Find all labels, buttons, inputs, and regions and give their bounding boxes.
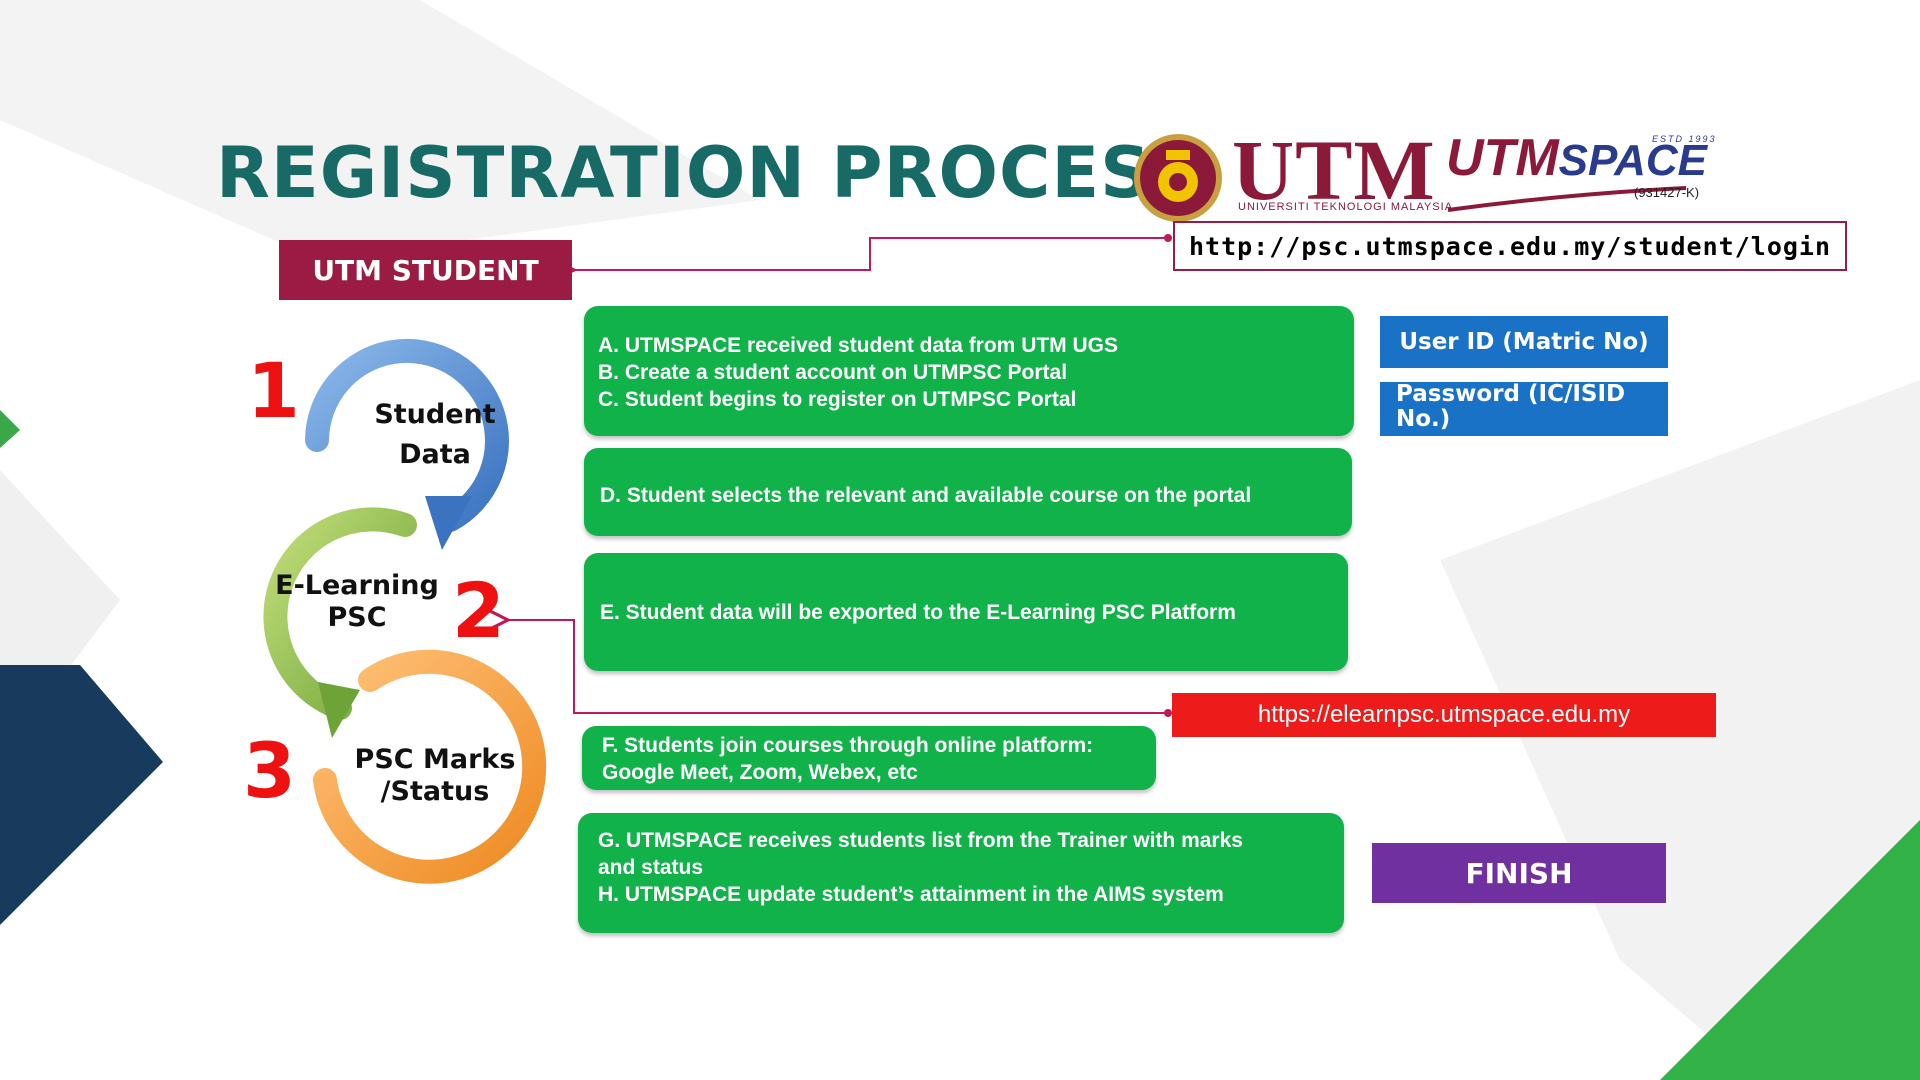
step1-arrow-arc (305, 338, 509, 532)
step-text-d: D. Student selects the relevant and avai… (600, 484, 1252, 507)
step-number-1: 1 (247, 346, 300, 435)
step3-label-line1: PSC Marks (354, 744, 516, 775)
finish-label: FINISH (1372, 843, 1666, 903)
step-text-e: E. Student data will be exported to the … (600, 601, 1236, 624)
step1-label-line2: Data (399, 439, 471, 470)
password-label-line1: Password (IC/ISID (1396, 381, 1626, 407)
bg-green-shape-bottom-right (1660, 820, 1920, 1080)
page-title: REGISTRATION PROCESS (216, 132, 1200, 214)
step-text-g-line1: G. UTMSPACE receives students list from … (598, 829, 1243, 852)
step1-label-line1: Student (374, 399, 496, 430)
step1-arrow-head (425, 496, 472, 550)
elearn-url-link[interactable]: https://elearnpsc.utmspace.edu.my (1172, 693, 1716, 737)
step-number-2: 2 (452, 566, 505, 655)
utmspace-estd: ESTD 1993 (1652, 134, 1717, 144)
utm-logo-subtitle: UNIVERSITI TEKNOLOGI MALAYSIA (1238, 201, 1454, 213)
step-box-abc: A. UTMSPACE received student data from U… (584, 306, 1354, 436)
bg-light-shape-top (0, 0, 760, 260)
utmspace-logo-space: SPACE (1558, 136, 1707, 185)
password-label-line2: No.) (1396, 406, 1451, 432)
step-box-f: F. Students join courses through online … (582, 726, 1156, 790)
utmspace-logo: UTMSPACE (1446, 128, 1707, 188)
login-url-link[interactable]: http://psc.utmspace.edu.my/student/login (1173, 221, 1847, 271)
step2-label-line2: PSC (327, 602, 387, 633)
step2-label: E-Learning PSC (272, 570, 442, 634)
utm-crest-icon (1134, 134, 1222, 222)
step3-label: PSC Marks /Status (350, 744, 520, 808)
bg-navy-shape (0, 665, 163, 925)
user-id-label: User ID (Matric No) (1380, 316, 1668, 368)
step-number-3: 3 (243, 726, 296, 815)
login-connector-dot (1164, 234, 1172, 242)
elearn-connector-line (508, 620, 1168, 714)
step-box-gh: G. UTMSPACE receives students list from … (578, 813, 1344, 933)
step3-label-line2: /Status (380, 776, 490, 807)
step3-arrow-arc (313, 649, 547, 884)
step-text-f-line2: Google Meet, Zoom, Webex, etc (602, 761, 918, 784)
step1-label: Student Data (360, 395, 510, 475)
step-box-d: D. Student selects the relevant and avai… (584, 448, 1352, 536)
step-text-a: A. UTMSPACE received student data from U… (598, 334, 1119, 357)
step2-label-line1: E-Learning (275, 570, 439, 601)
utmspace-logo-utm: UTM (1446, 129, 1559, 187)
utm-logo-text: UTM (1232, 122, 1436, 218)
step-text-c: C. Student begins to register on UTMPSC … (598, 388, 1077, 411)
step-text-g-line2: and status (598, 856, 704, 879)
utm-student-label: UTM STUDENT (279, 240, 572, 300)
step-text-f-line1: F. Students join courses through online … (602, 734, 1094, 757)
step-text-b: B. Create a student account on UTMPSC Po… (598, 361, 1068, 384)
utmspace-regno: (931427-K) (1634, 185, 1700, 200)
login-connector-line (574, 237, 1168, 270)
step-text-h: H. UTMSPACE update student’s attainment … (598, 883, 1224, 906)
bg-green-sliver-left (0, 410, 20, 448)
step-box-e: E. Student data will be exported to the … (584, 553, 1348, 671)
password-label: Password (IC/ISID No.) (1380, 382, 1668, 436)
utmspace-swoosh-icon (1447, 186, 1687, 212)
elearn-connector-dot (1164, 709, 1172, 717)
step2-arrow-head (318, 682, 360, 738)
process-cycle-diagram (263, 338, 547, 884)
step2-arrow-arc (263, 507, 417, 720)
